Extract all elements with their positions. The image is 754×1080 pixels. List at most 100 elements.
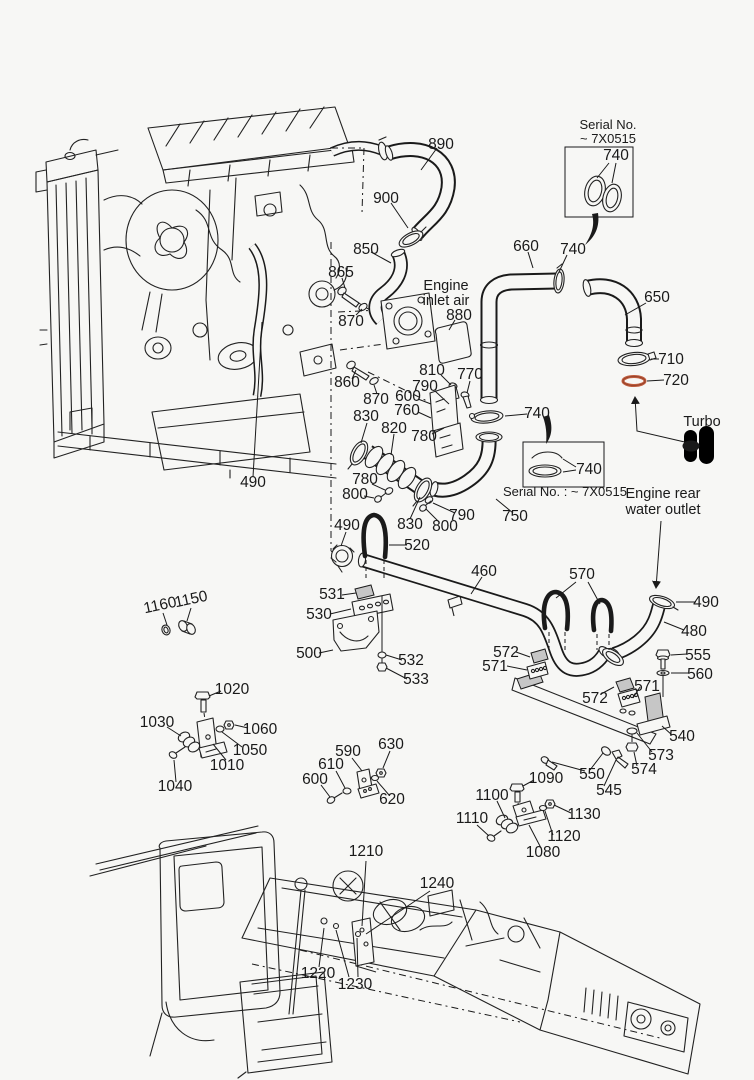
turbo-arrow: [630, 396, 690, 444]
nut-533: [376, 662, 388, 672]
bracket-571-left: [526, 648, 549, 680]
engine-assembly: [35, 106, 389, 479]
bracket-500: [332, 610, 380, 652]
callout-572-right: 572: [582, 690, 608, 707]
callout-1120: 1120: [547, 828, 581, 845]
callout-780-a: 780: [411, 428, 437, 445]
o-ring-720: [621, 375, 647, 387]
callout-520: 520: [404, 537, 430, 554]
bolt-555: [655, 649, 671, 670]
callout-740-a: 740: [560, 241, 586, 258]
bracket-600-760: [429, 384, 464, 458]
callout-760: 760: [394, 402, 420, 419]
bolt-1090: [509, 783, 525, 813]
bracket-stack-500: [332, 584, 394, 672]
callout-500: 500: [296, 645, 322, 662]
washer-1050: [215, 725, 225, 733]
callout-740-b: 740: [524, 405, 550, 422]
engine-mount-bracket-1210: [320, 917, 377, 973]
bolt-865: [337, 286, 360, 308]
callout-490-d: 490: [693, 594, 719, 611]
nut-1060: [223, 720, 235, 730]
callout-710: 710: [658, 351, 684, 368]
callout-860: 860: [334, 374, 360, 391]
callout-571-right: 571: [634, 678, 660, 695]
hose-850: [368, 248, 408, 325]
callout-1010: 1010: [210, 757, 245, 774]
serial-note-mid: Serial No. : ~ 7X0515: [503, 484, 627, 499]
inlet-flange: [380, 292, 436, 350]
callout-800-b: 800: [432, 518, 458, 535]
callout-800-a: 800: [342, 486, 368, 503]
plate-531: [354, 584, 375, 600]
hardware: [161, 226, 679, 842]
thick-arrow-top: [585, 213, 599, 245]
bolt-770: [460, 391, 472, 409]
bracket-1010: [196, 717, 228, 759]
nut-630: [375, 768, 387, 778]
engine-outlet-stub: [329, 136, 389, 161]
callout-590: 590: [335, 743, 361, 760]
callout-810: 810: [419, 362, 445, 379]
callout-1220: 1220: [301, 965, 336, 982]
engine-rear-note-2: water outlet: [625, 502, 701, 518]
radiator: [35, 138, 119, 459]
clamp-830-right: [412, 477, 433, 507]
callout-1110: 1110: [456, 810, 489, 827]
turbo-highlight: [630, 396, 714, 464]
callout-830-b: 830: [397, 516, 423, 533]
callout-900: 900: [373, 190, 399, 207]
callout-540: 540: [669, 728, 695, 745]
callout-850: 850: [353, 241, 379, 258]
callout-1060: 1060: [243, 721, 278, 738]
bolt-800-left: [374, 492, 387, 503]
callout-740-c: 740: [576, 461, 602, 478]
washer-780-left: [384, 487, 394, 495]
callout-830-a: 830: [353, 408, 379, 425]
turbo-note: Turbo: [683, 414, 720, 430]
callout-1040: 1040: [158, 778, 193, 795]
callout-490-clamp: 490: [334, 517, 360, 534]
callout-560: 560: [687, 666, 713, 683]
callout-1160: 1160: [142, 594, 179, 618]
pipes-and-hoses: [357, 142, 668, 677]
u-bolts-570: [541, 589, 614, 650]
callout-490-engine: 490: [240, 474, 266, 491]
callout-573: 573: [648, 747, 674, 764]
bushing-1160: [161, 624, 171, 636]
bracket-571-right: [615, 677, 641, 716]
callout-790-a: 790: [412, 378, 438, 395]
serial-note-line2: ~ 7X0515: [580, 131, 636, 146]
bolt-600: [326, 792, 343, 804]
gasket-880: [434, 321, 472, 364]
callout-572-left: 572: [493, 644, 519, 661]
callout-1050: 1050: [233, 742, 268, 759]
callout-533: 533: [403, 671, 429, 688]
clamp-900: [398, 226, 427, 248]
callout-1130: 1130: [567, 806, 601, 823]
callout-1020: 1020: [215, 681, 250, 698]
callout-545: 545: [596, 782, 622, 799]
callout-531: 531: [319, 586, 345, 603]
bolt-545: [611, 749, 629, 769]
bracket-540: [636, 676, 671, 736]
pipe-mount-tab: [447, 595, 463, 617]
leader-lines: [162, 147, 696, 978]
clamp-490-hose480-top: [648, 594, 679, 611]
washer-573: [626, 727, 638, 742]
washer-560: [656, 669, 670, 677]
callout-1030: 1030: [140, 714, 175, 731]
callout-555: 555: [685, 647, 711, 664]
nut-574: [625, 742, 639, 752]
callout-600-b: 600: [302, 771, 328, 788]
engine-intercooler-pipe: [248, 243, 268, 397]
callout-1240: 1240: [420, 875, 455, 892]
engine-inlet-note-2: inlet air: [423, 293, 470, 309]
callout-650: 650: [644, 289, 670, 306]
callout-750: 750: [502, 508, 528, 525]
callout-labels: Serial No. ~ 7X0515 740 890 900 850 865 …: [140, 117, 721, 993]
bushing-1150: [178, 620, 196, 635]
clamp-740-top: [553, 263, 565, 294]
